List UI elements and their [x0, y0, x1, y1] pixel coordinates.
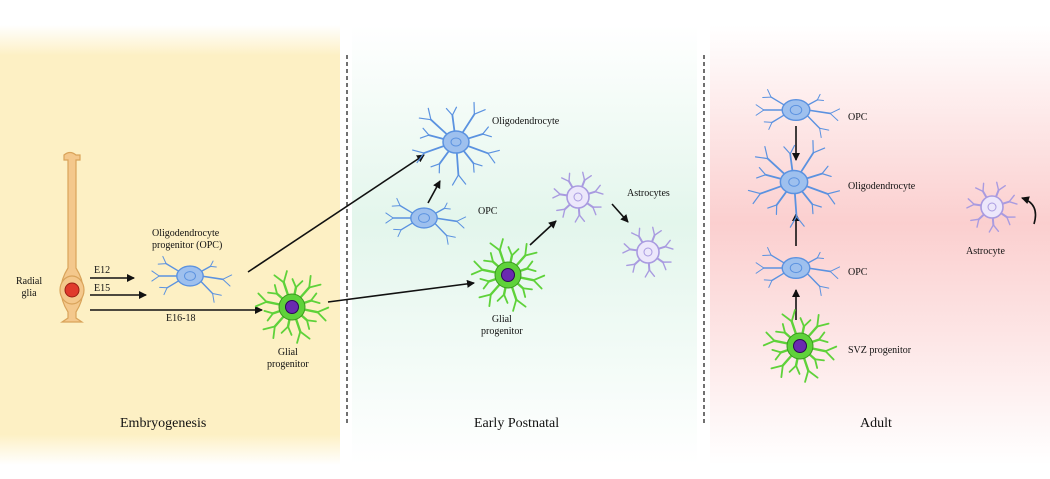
- label-astrocytes-postnatal: Astrocytes: [627, 188, 670, 199]
- cells-layer: [151, 89, 1018, 383]
- panel-title-adult: Adult: [860, 416, 892, 431]
- label-opc-adult-top: OPC: [848, 112, 868, 123]
- opc-cell-embryo: [151, 255, 233, 303]
- astrocyte-cell-postnatal-2: [622, 226, 674, 278]
- label-oligodendrocyte-adult: Oligodendrocyte: [848, 181, 916, 192]
- arrow-opc-to-oligodendrocyte: [247, 154, 425, 273]
- arrow-astrocyte-to-astrocyte: [611, 203, 629, 223]
- label-oligodendrocyte-postnatal: Oligodendrocyte: [492, 116, 560, 127]
- label-e15: E15: [94, 283, 111, 294]
- oligodendrocyte-cell-adult: [747, 139, 841, 228]
- label-e16-18: E16-18: [166, 313, 196, 324]
- adult-panel: [710, 25, 1050, 465]
- label-svz-progenitor: SVZ progenitor: [848, 345, 912, 356]
- label-e12: E12: [94, 265, 111, 276]
- panel-title-embryogenesis: Embryogenesis: [120, 416, 207, 431]
- arrow-opc-to-oligo-postnatal: [427, 180, 441, 204]
- label-astrocyte-adult: Astrocyte: [966, 246, 1005, 257]
- arrow-glial-to-postnatal-glial: [327, 279, 475, 303]
- oligodendrocyte-cell-postnatal: [412, 101, 500, 186]
- astrocyte-self-renewal-arrow: [1021, 196, 1037, 225]
- opc-cell-postnatal: [385, 197, 467, 245]
- embryogenesis-panel: [0, 25, 340, 465]
- glial-progenitor-cell-embryo: [254, 270, 330, 344]
- opc-cell-adult-top: [755, 89, 841, 138]
- radial-glia-cell: [59, 151, 85, 323]
- astrocyte-cell-adult: [966, 181, 1018, 233]
- opc-cell-adult-mid: [755, 247, 841, 296]
- svz-progenitor-cell: [762, 309, 838, 383]
- panel-title-early-postnatal: Early Postnatal: [474, 416, 560, 431]
- label-opc-adult-mid: OPC: [848, 267, 868, 278]
- arrow-glial-to-astrocyte: [529, 220, 557, 246]
- glial-progenitor-cell-postnatal: [470, 238, 546, 312]
- label-opc-postnatal: OPC: [478, 206, 498, 217]
- astrocyte-cell-postnatal-1: [552, 171, 604, 223]
